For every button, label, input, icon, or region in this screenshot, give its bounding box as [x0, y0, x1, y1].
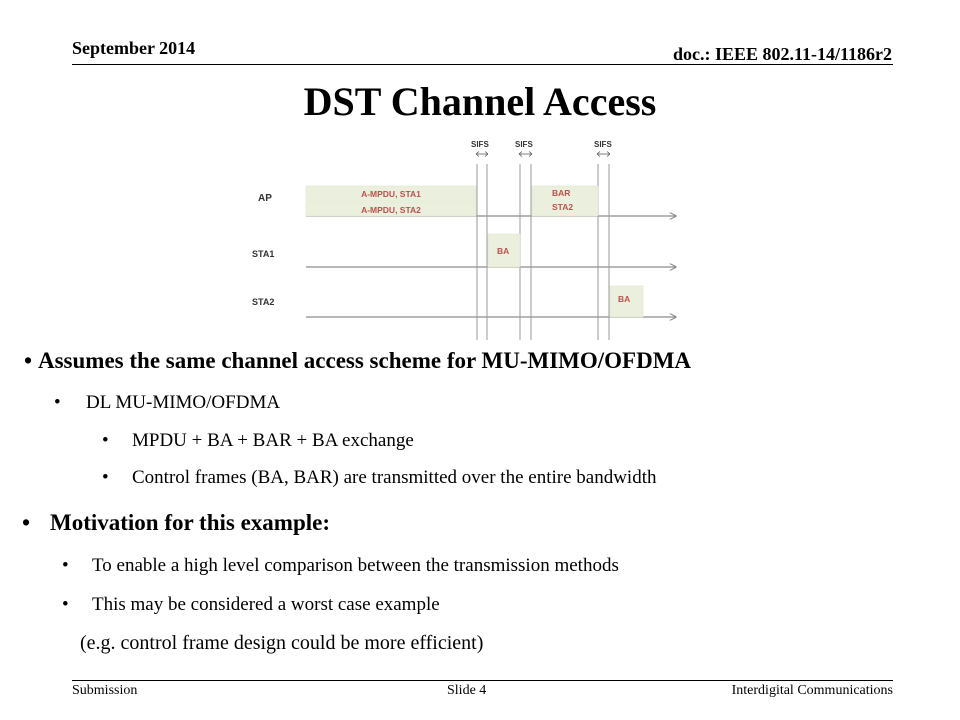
footer-submission: Submission	[72, 683, 138, 698]
bullet-worst-case: • This may be considered a worst case ex…	[62, 594, 440, 615]
bullet-dot-icon: •	[62, 594, 69, 615]
sifs-label: SIFS	[594, 140, 612, 149]
frame-bar-label: BAR	[552, 188, 570, 198]
header-divider	[72, 64, 893, 65]
frame-ba-sta1	[487, 233, 521, 268]
frame-ba-sta1-label: BA	[497, 246, 509, 256]
sifs-double-arrow-icon	[518, 151, 533, 157]
bullet-exchange: • MPDU + BA + BAR + BA exchange	[102, 430, 414, 451]
station-label-sta1: STA1	[252, 249, 274, 259]
bullet-channel-access-scheme: • Assumes the same channel access scheme…	[24, 348, 692, 373]
bullet-control-frames: • Control frames (BA, BAR) are transmitt…	[102, 467, 657, 488]
header-doc-id: doc.: IEEE 802.11-14/1186r2	[672, 44, 892, 64]
sifs-label: SIFS	[515, 140, 533, 149]
frame-ampdu-sta2-label: A-MPDU, STA2	[361, 205, 421, 215]
footer-divider	[72, 680, 893, 681]
bullet-motivation: • Motivation for this example:	[22, 510, 331, 535]
frame-ba-sta2-label: BA	[618, 294, 630, 304]
bullet-dot-icon: •	[24, 348, 33, 373]
sifs-label: SIFS	[471, 140, 489, 149]
footer-organization: Interdigital Communications	[731, 683, 893, 698]
bullet-dot-icon: •	[102, 467, 109, 488]
frame-ampdu-sta2	[305, 201, 477, 217]
bullet-dot-icon: •	[22, 510, 31, 535]
bullet-dot-icon: •	[102, 430, 109, 451]
bullet-dl-mu-mimo: • DL MU-MIMO/OFDMA	[54, 392, 281, 413]
bullet-dot-icon: •	[62, 555, 69, 576]
footer-slide-number: Slide 4	[447, 683, 487, 698]
slide-title: DST Channel Access	[303, 79, 657, 124]
note-control-frame-design: (e.g. control frame design could be more…	[80, 632, 484, 654]
bullet-comparison: • To enable a high level comparison betw…	[62, 555, 619, 576]
sifs-double-arrow-icon	[596, 151, 611, 157]
header-date: September 2014	[72, 38, 196, 58]
frame-ba-sta2	[609, 285, 644, 318]
station-label-sta2: STA2	[252, 297, 274, 307]
frame-ampdu-sta1	[305, 185, 477, 202]
bullet-dot-icon: •	[54, 392, 61, 413]
sifs-double-arrow-icon	[475, 151, 489, 157]
station-label-ap: AP	[258, 193, 272, 204]
frame-bar-sta2	[531, 185, 599, 217]
frame-ampdu-sta1-label: A-MPDU, STA1	[361, 189, 421, 199]
frame-bar-target-label: STA2	[552, 202, 573, 212]
channel-access-diagram: AP STA1 STA2 SIFS SIFS SIFS A-MPDU, STA1…	[252, 140, 690, 340]
